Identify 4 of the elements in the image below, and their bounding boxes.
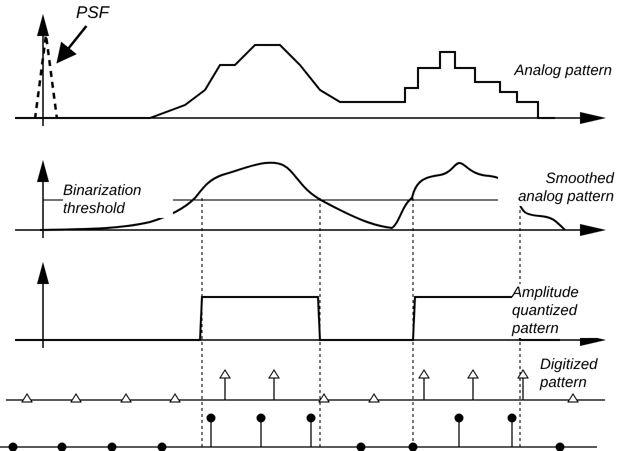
arrow (56, 25, 88, 64)
psf-label: PSF (76, 2, 111, 24)
threshold-label: Binarization threshold (63, 182, 173, 218)
plot-label: Smoothed analog pattern (498, 170, 614, 206)
